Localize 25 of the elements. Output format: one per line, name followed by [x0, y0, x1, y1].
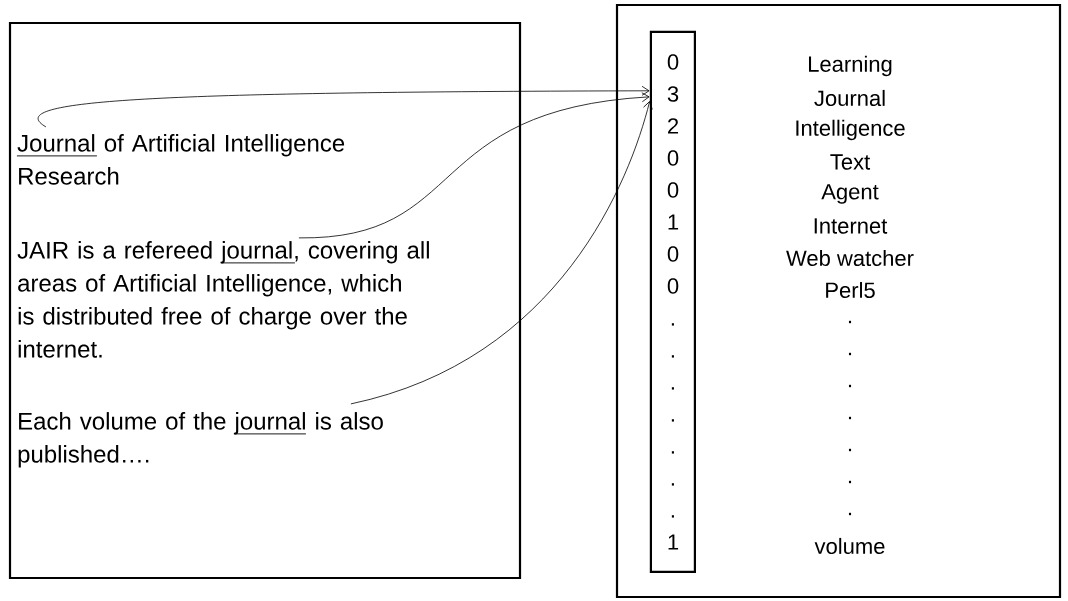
term-label: Perl5 — [826, 281, 875, 299]
arrow — [38, 85, 650, 128]
vector-box: 0 3 2 0 0 1 0 0 . . . . . . . 1 — [649, 30, 696, 573]
term-label: . — [848, 320, 852, 324]
term-label: volume — [814, 537, 885, 555]
text-paragraph: JAIR is a refereed journal, covering all areas of Artificial Intelligence, which is distributed free of charge over the internet. — [17, 241, 429, 358]
term-label: . — [848, 416, 852, 420]
arrow — [298, 92, 650, 239]
text-paragraph: Each volume of the journal is also published…. — [18, 412, 383, 468]
term-label: Learning — [809, 55, 892, 77]
term-label: . — [848, 512, 852, 516]
term-label: Web watcher — [786, 249, 914, 267]
term-label: Agent — [821, 184, 879, 204]
term-label: Intelligence — [796, 119, 905, 141]
arrow — [350, 101, 653, 405]
term-label: . — [848, 384, 852, 388]
term-label: . — [848, 480, 852, 484]
text-paragraph: Journal of Artificial Intelligence Research — [16, 134, 345, 185]
term-label: Journal — [814, 89, 885, 107]
term-label: Internet — [814, 218, 888, 234]
term-label: . — [848, 352, 852, 356]
panel-box — [615, 3, 1062, 599]
document-box — [8, 21, 522, 580]
term-label: Text — [830, 154, 871, 170]
term-label: . — [848, 448, 852, 452]
